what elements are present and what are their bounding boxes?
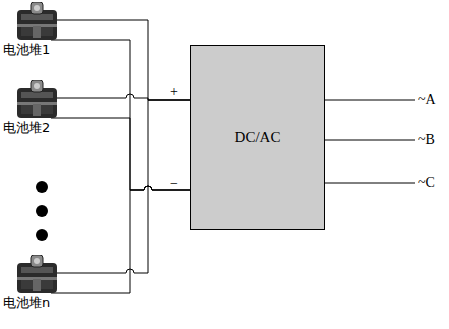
battery-stack-icon [15, 2, 59, 42]
battery-stack: 电池堆n [3, 255, 65, 311]
dc-wire [51, 20, 190, 190]
dc-wire [51, 94, 190, 190]
output-lines [325, 100, 415, 183]
battery-stack-icon [15, 80, 59, 120]
dc-wire [51, 100, 190, 293]
phase-label: ~C [418, 175, 435, 191]
stack-label: 电池堆n [3, 295, 65, 311]
terminal-sign: − [170, 176, 178, 192]
terminal-sign: + [170, 84, 178, 100]
stack-label: 电池堆1 [3, 42, 65, 58]
phase-label: ~B [418, 132, 435, 148]
converter-box: DC/AC [190, 45, 325, 230]
ellipsis-dots [36, 181, 48, 241]
box-title: DC/AC [235, 129, 281, 146]
battery-stack: 电池堆2 [3, 80, 65, 136]
phase-label: ~A [418, 92, 436, 108]
battery-stack: 电池堆1 [3, 2, 65, 58]
battery-stack-icon [15, 255, 59, 295]
stack-label: 电池堆2 [3, 120, 65, 136]
